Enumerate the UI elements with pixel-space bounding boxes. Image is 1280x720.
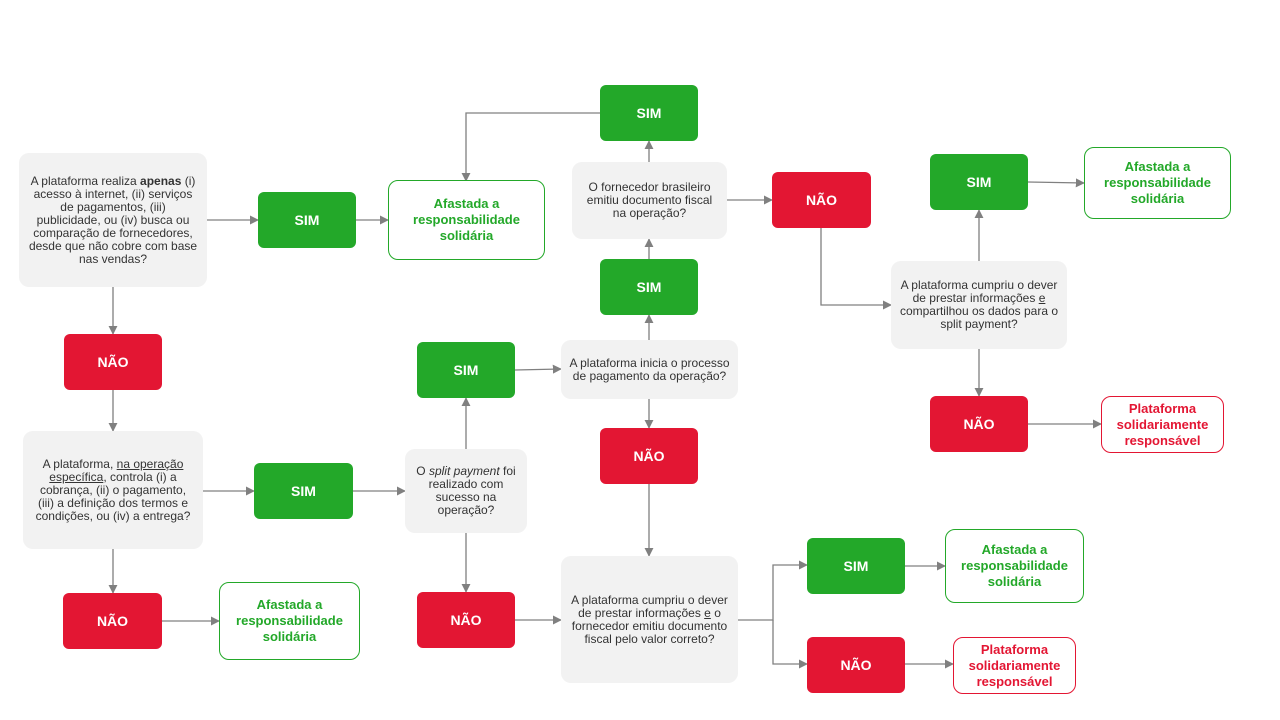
outcome-responsavel-2: Plataforma solidariamente responsável	[953, 637, 1076, 694]
q1-text-bold: apenas	[140, 173, 182, 188]
q5-text: O fornecedor brasileiro emitiu documento…	[586, 180, 713, 220]
q6-text-underline: e	[1038, 291, 1046, 305]
q7-text-underline: e	[704, 605, 711, 620]
q7-text-post: o fornecedor emitiu documento fiscal pel…	[571, 605, 728, 646]
nao-node-1: NÃO	[64, 334, 162, 390]
nao-node-7: NÃO	[807, 637, 905, 693]
nao-node-3: NÃO	[417, 592, 515, 648]
arrow-q7-nao7	[772, 620, 808, 669]
q3-text-italic: split payment	[428, 464, 500, 478]
arrow-nao5-q6	[820, 228, 892, 310]
sim-node-6: SIM	[930, 154, 1028, 210]
outcome-afastada-4: Afastada a responsabilidade solidária	[945, 529, 1084, 603]
outcome-afastada-4-text: Afastada a responsabilidade solidária	[961, 542, 1068, 589]
outcome-afastada-1-text: Afastada a responsabilidade solidária	[413, 196, 520, 243]
sim-node-5: SIM	[600, 85, 698, 141]
outcome-responsavel-1: Plataforma solidariamente responsável	[1101, 396, 1224, 453]
sim-node-3: SIM	[417, 342, 515, 398]
arrow-sim5-out3	[461, 112, 600, 182]
nao-node-5: NÃO	[772, 172, 871, 228]
q6-text-post: compartilhou os dados para o split payme…	[899, 304, 1059, 331]
q7-text-pre: A plataforma cumpriu o dever de prestar …	[571, 592, 728, 620]
sim-node-1: SIM	[258, 192, 356, 248]
outcome-responsavel-2-text: Plataforma solidariamente responsável	[968, 641, 1061, 689]
arrow-q7-sim7	[738, 560, 808, 621]
q6-text-pre: A plataforma cumpriu o dever de prestar …	[900, 278, 1058, 305]
sim-node-2: SIM	[254, 463, 353, 519]
outcome-afastada-2: Afastada a responsabilidade solidária	[219, 582, 360, 660]
outcome-responsavel-1-text: Plataforma solidariamente responsável	[1116, 400, 1209, 448]
question-supplier-issued-invoice: O fornecedor brasileiro emitiu documento…	[572, 162, 727, 239]
sim-node-4: SIM	[600, 259, 698, 315]
q1-text-post: (i) acesso à internet, (ii) serviços de …	[28, 173, 198, 266]
nao-node-2: NÃO	[63, 593, 162, 649]
question-split-payment-success: O split payment foi realizado com sucess…	[405, 449, 527, 533]
nao-node-4: NÃO	[600, 428, 698, 484]
q1-text-pre: A plataforma realiza	[30, 173, 141, 188]
arrow-sim3-q4	[514, 364, 562, 374]
outcome-afastada-3: Afastada a responsabilidade solidária	[1084, 147, 1231, 219]
q3-text-post: foi realizado com sucesso na operação?	[428, 464, 516, 517]
question-platform-starts-payment: A plataforma inicia o processo de pagame…	[561, 340, 738, 399]
sim-node-7: SIM	[807, 538, 905, 594]
question-platform-shared-data: A plataforma cumpriu o dever de prestar …	[891, 261, 1067, 349]
q2-text-underline: na operação específica	[49, 456, 184, 484]
q4-text: A plataforma inicia o processo de pagame…	[569, 355, 730, 383]
q2-text-pre: A plataforma,	[42, 456, 117, 471]
outcome-afastada-2-text: Afastada a responsabilidade solidária	[236, 597, 343, 644]
outcome-afastada-3-text: Afastada a responsabilidade solidária	[1104, 159, 1211, 206]
nao-node-6: NÃO	[930, 396, 1028, 452]
question-platform-only-services: A plataforma realiza apenas (i) acesso à…	[19, 153, 207, 287]
q3-text-pre: O	[416, 464, 429, 478]
question-platform-controls-operation: A plataforma, na operação específica, co…	[23, 431, 203, 549]
q2-text-post: , controla (i) a cobrança, (ii) o pagame…	[35, 469, 191, 523]
question-platform-informed-correct-invoice: A plataforma cumpriu o dever de prestar …	[561, 556, 738, 683]
outcome-afastada-1: Afastada a responsabilidade solidária	[388, 180, 545, 260]
arrow-sim6-out4	[1027, 178, 1085, 188]
